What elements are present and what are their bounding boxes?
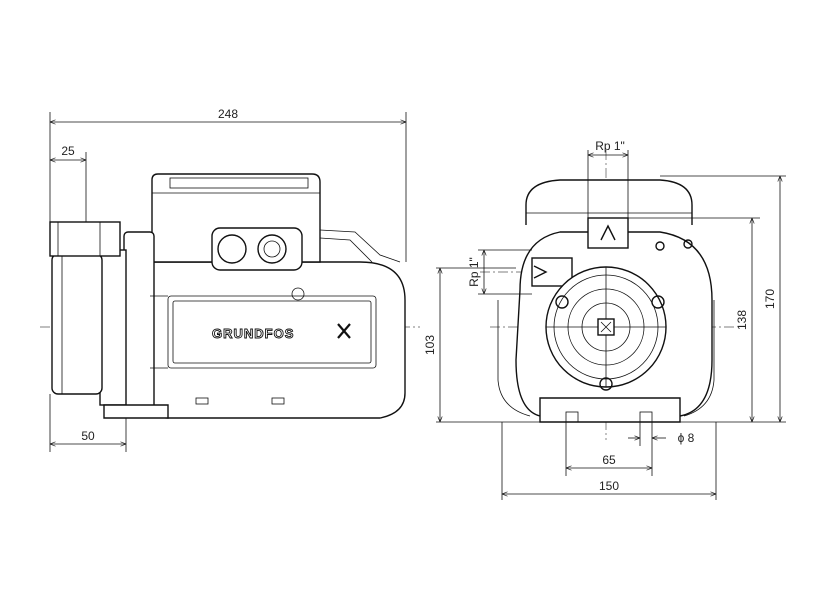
dim-hole-diameter: ϕ 8 xyxy=(678,431,695,445)
front-view: Rp 1" Rp 1" 103 138 170 65 ϕ 8 xyxy=(423,139,786,500)
dim-base-width: 150 xyxy=(599,479,619,493)
dim-inlet-offset: 25 xyxy=(61,144,75,158)
dim-foot-spacing: 65 xyxy=(602,453,616,467)
side-view: GRUNDFOS 248 25 50 xyxy=(40,107,420,452)
dim-foot-offset: 50 xyxy=(81,429,95,443)
brand-logo: GRUNDFOS xyxy=(212,326,294,341)
dim-height-138: 138 xyxy=(735,310,749,330)
dim-thread-side: Rp 1" xyxy=(467,257,481,287)
brand-x-icon xyxy=(337,323,351,339)
dim-overall-length: 248 xyxy=(218,107,238,121)
dim-thread-top: Rp 1" xyxy=(595,139,625,153)
dim-height-centre: 103 xyxy=(423,335,437,355)
dim-height-170: 170 xyxy=(763,289,777,309)
